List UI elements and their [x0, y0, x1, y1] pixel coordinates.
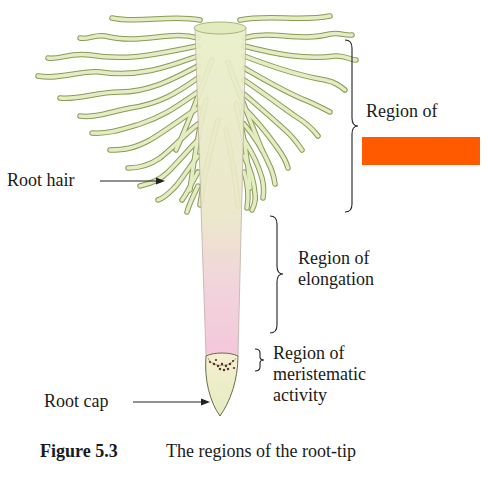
region-label: Region of elongation	[298, 248, 403, 290]
part-label: Root cap	[44, 391, 134, 412]
region-label: Region of	[366, 101, 486, 122]
region-label: Region of meristematic activity	[273, 343, 383, 406]
redaction-box	[362, 137, 480, 165]
part-label: Root hair	[7, 170, 102, 191]
figure-caption: The regions of the root-tip	[166, 441, 476, 462]
figure-number: Figure 5.3	[40, 441, 140, 462]
